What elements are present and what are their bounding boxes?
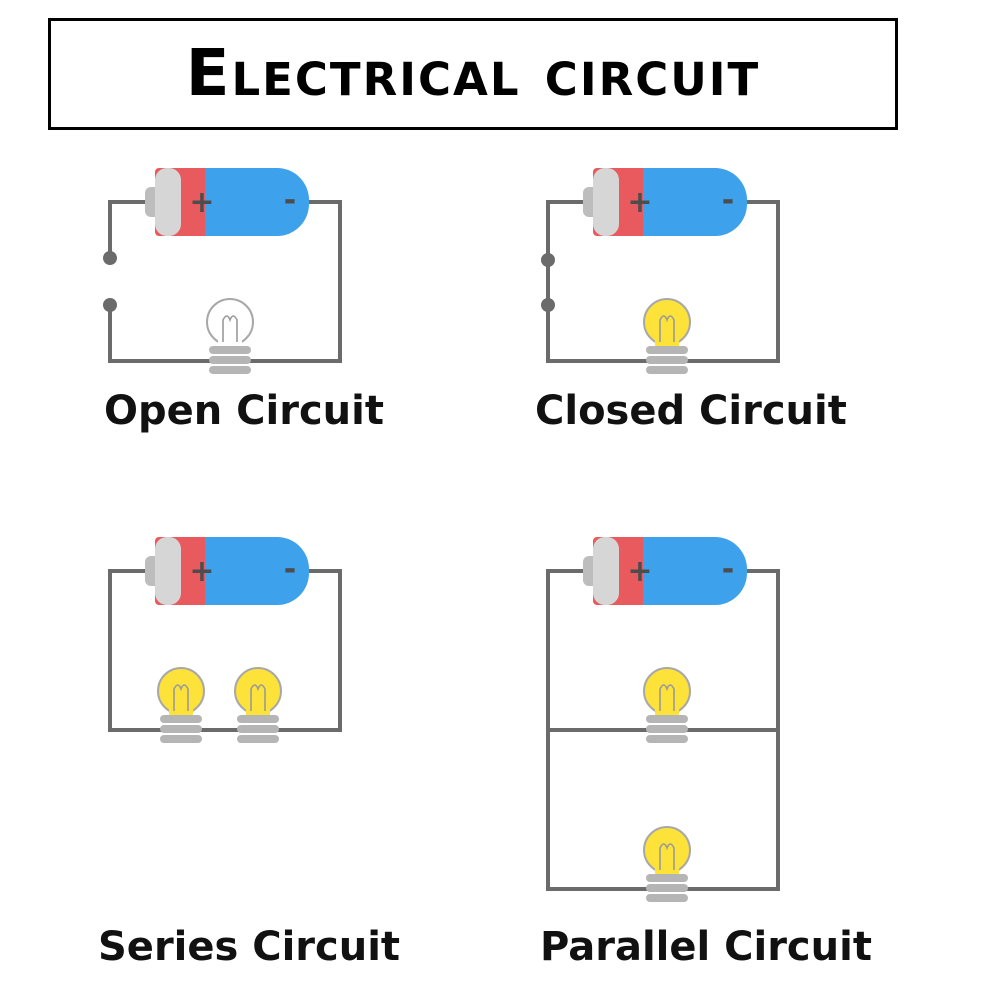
battery-negative-symbol: -	[722, 552, 734, 587]
battery-positive-symbol: +	[627, 185, 652, 220]
bulb-lit-icon	[643, 298, 691, 375]
series-circuit-wire	[108, 569, 342, 732]
battery-negative-symbol: -	[284, 183, 296, 218]
switch-terminal-bottom	[541, 298, 555, 312]
battery-positive-symbol: +	[189, 185, 214, 220]
open-circuit-wire	[108, 200, 342, 363]
closed-circuit-label: Closed Circuit	[535, 388, 847, 434]
series-circuit-diagram: + -	[108, 537, 342, 744]
title-box: Electrical circuit	[48, 18, 898, 130]
bulb-lit-icon	[643, 667, 691, 744]
bulb-off-icon	[206, 298, 254, 375]
battery-positive-symbol: +	[627, 554, 652, 589]
switch-terminal-bottom	[103, 298, 117, 312]
battery-negative-symbol: -	[722, 183, 734, 218]
bulb-lit-icon	[643, 826, 691, 903]
bulb-lit-icon	[157, 667, 205, 744]
open-circuit-diagram: + -	[103, 168, 342, 375]
parallel-circuit-label: Parallel Circuit	[540, 924, 872, 970]
parallel-circuit-diagram: + -	[546, 537, 780, 903]
switch-terminal-top	[103, 251, 117, 265]
switch-terminal-top	[541, 253, 555, 267]
open-circuit-label: Open Circuit	[104, 388, 384, 434]
page-title: Electrical circuit	[185, 37, 761, 111]
closed-circuit-diagram: + -	[541, 168, 780, 375]
bulb-lit-icon	[234, 667, 282, 744]
battery-negative-symbol: -	[284, 552, 296, 587]
battery-positive-symbol: +	[189, 554, 214, 589]
series-circuit-label: Series Circuit	[98, 924, 401, 970]
